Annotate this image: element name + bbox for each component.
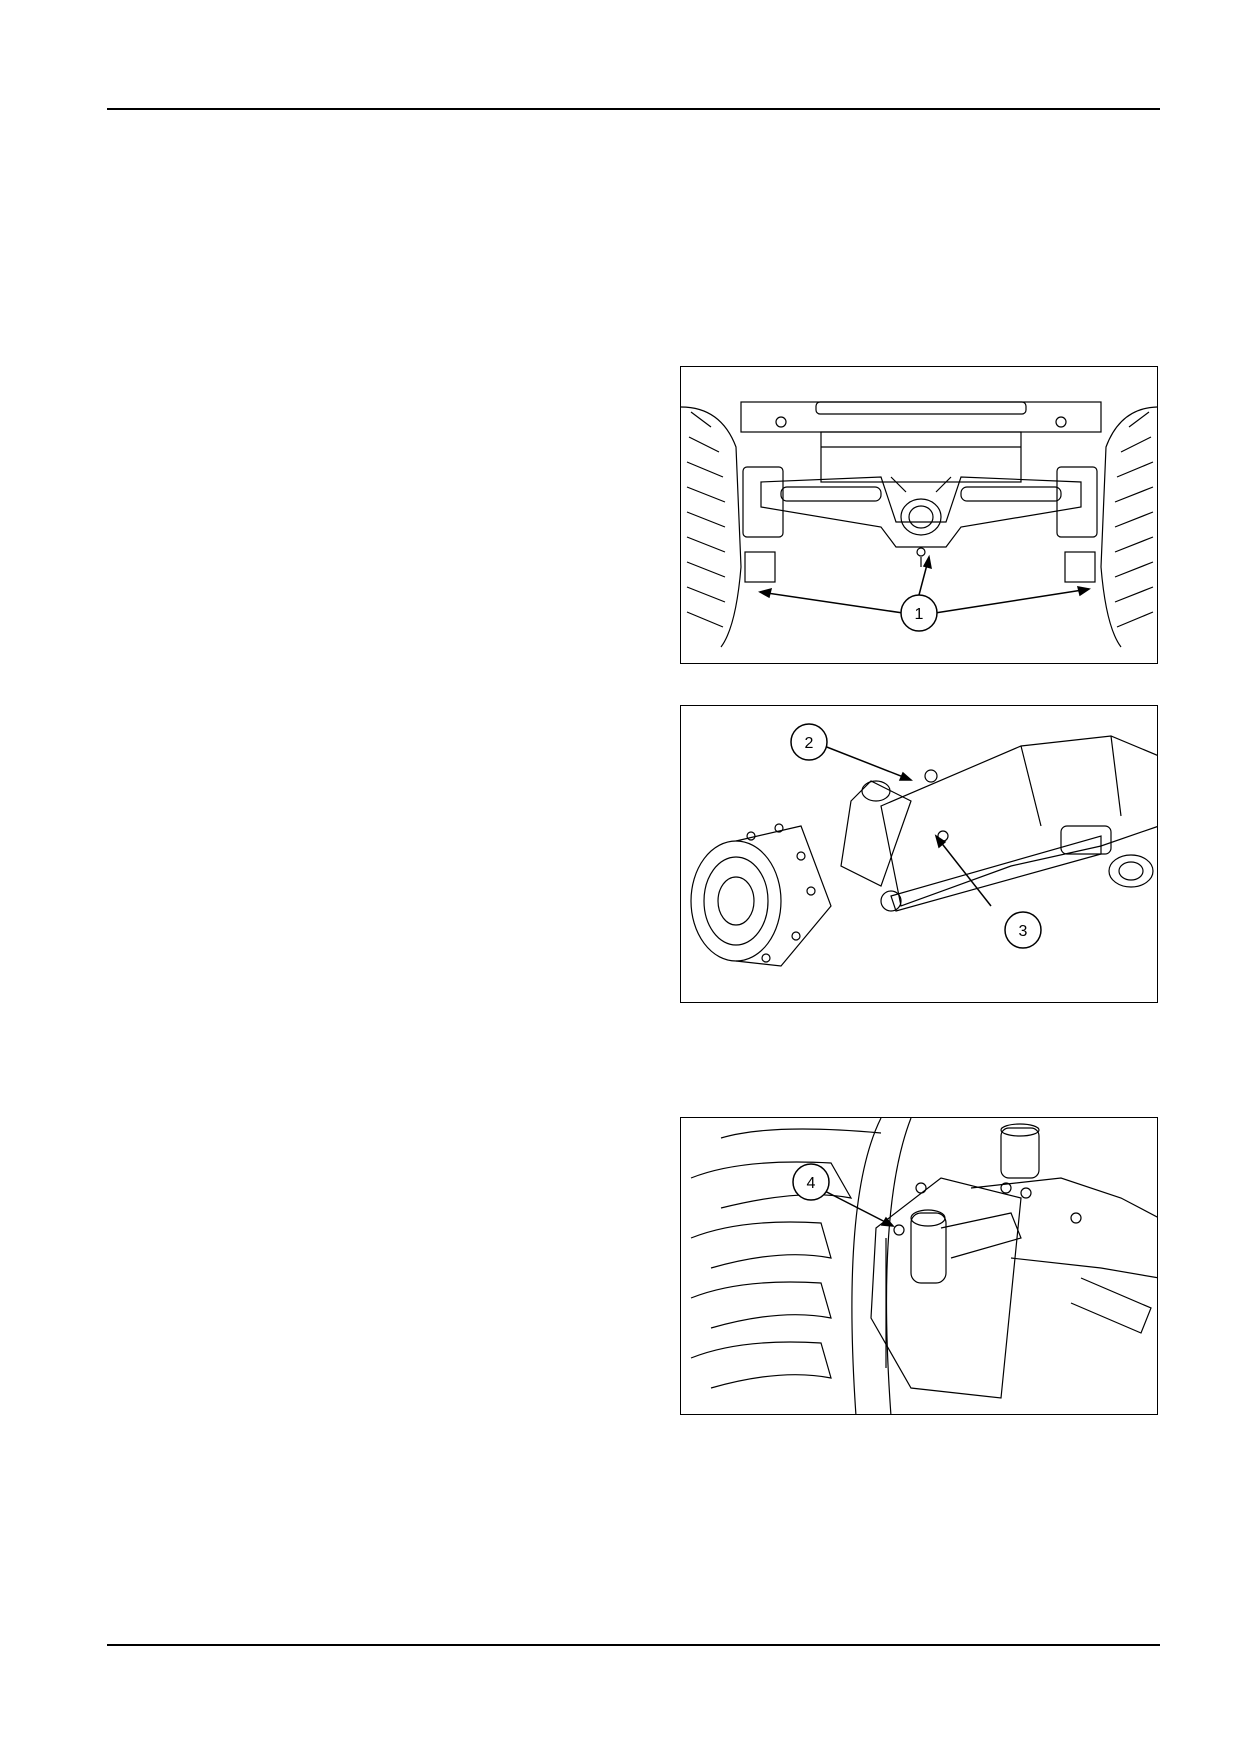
figure-front-axle-overview: 1 — [680, 366, 1158, 664]
header-rule — [107, 108, 1160, 110]
figure-axle-side-view: 2 3 — [680, 705, 1158, 1003]
figure-wheel-end-detail: 4 — [680, 1117, 1158, 1415]
callout-1: 1 — [900, 594, 938, 632]
axle-side-illustration: 2 3 — [690, 723, 1157, 967]
callout-2: 2 — [790, 723, 828, 761]
svg-text:3: 3 — [1019, 923, 1028, 940]
svg-text:1: 1 — [915, 606, 924, 623]
svg-text:4: 4 — [807, 1175, 816, 1192]
footer-rule — [107, 1644, 1160, 1646]
callout-3: 3 — [1004, 911, 1042, 949]
svg-text:2: 2 — [805, 735, 814, 752]
front-axle-illustration: 1 — [681, 401, 1157, 648]
wheel-end-illustration: 4 — [690, 1118, 1157, 1414]
callout-4: 4 — [792, 1163, 830, 1201]
